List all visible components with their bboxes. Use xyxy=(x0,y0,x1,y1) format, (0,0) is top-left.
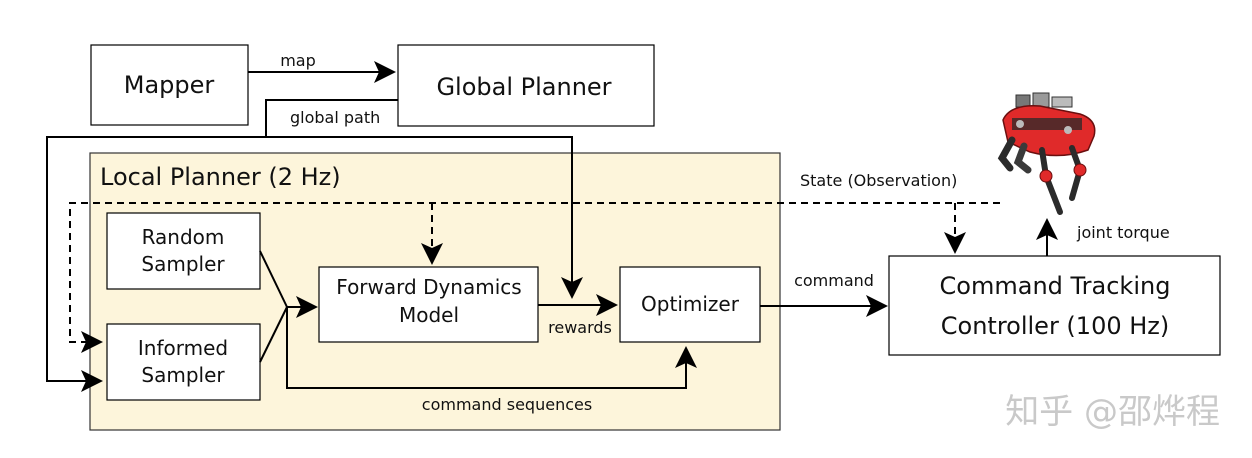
forward-dynamics-label-line1: Forward Dynamics xyxy=(336,275,521,299)
local-planner-title: Local Planner (2 Hz) xyxy=(100,163,341,191)
optimizer-label: Optimizer xyxy=(641,292,740,316)
global-path-to-optimizer-line xyxy=(266,136,583,299)
random-sampler-label-line1: Random xyxy=(142,225,225,249)
random-sampler-label-line2: Sampler xyxy=(141,252,225,276)
informed-sampler-label-line1: Informed xyxy=(138,336,228,360)
state-line xyxy=(69,202,1000,353)
informed-sampler-block xyxy=(106,323,261,401)
informed-sampler-merge-line xyxy=(259,306,288,363)
map-label: map xyxy=(280,51,316,70)
rewards-label: rewards xyxy=(548,318,612,337)
mapper-label: Mapper xyxy=(124,71,215,99)
tracking-controller-label-line1: Command Tracking xyxy=(940,272,1171,300)
command-sequences-line xyxy=(286,307,697,389)
global-planner-label: Global Planner xyxy=(436,73,611,101)
watermark: 知乎 @邵烨程 xyxy=(1005,392,1220,432)
informed-sampler-label-line2: Sampler xyxy=(141,363,225,387)
tracking-controller-label-line2: Controller (100 Hz) xyxy=(941,312,1170,340)
tracking-controller-block xyxy=(888,255,1221,356)
global-path-label: global path xyxy=(290,108,380,127)
joint-torque-label: joint torque xyxy=(1076,223,1170,242)
global-planner-block xyxy=(397,44,655,127)
forward-dynamics-block xyxy=(318,266,539,343)
quadruped-robot-illustration xyxy=(997,92,1096,215)
random-sampler-merge-line xyxy=(259,250,288,308)
global-path-line xyxy=(46,99,398,392)
forward-dynamics-label-line2: Model xyxy=(399,303,459,327)
command-label: command xyxy=(794,271,874,290)
optimizer-block xyxy=(619,266,761,343)
command-sequences-label: command sequences xyxy=(422,395,592,414)
random-sampler-block xyxy=(106,212,261,290)
state-label: State (Observation) xyxy=(800,171,957,190)
mapper-block xyxy=(90,44,249,126)
